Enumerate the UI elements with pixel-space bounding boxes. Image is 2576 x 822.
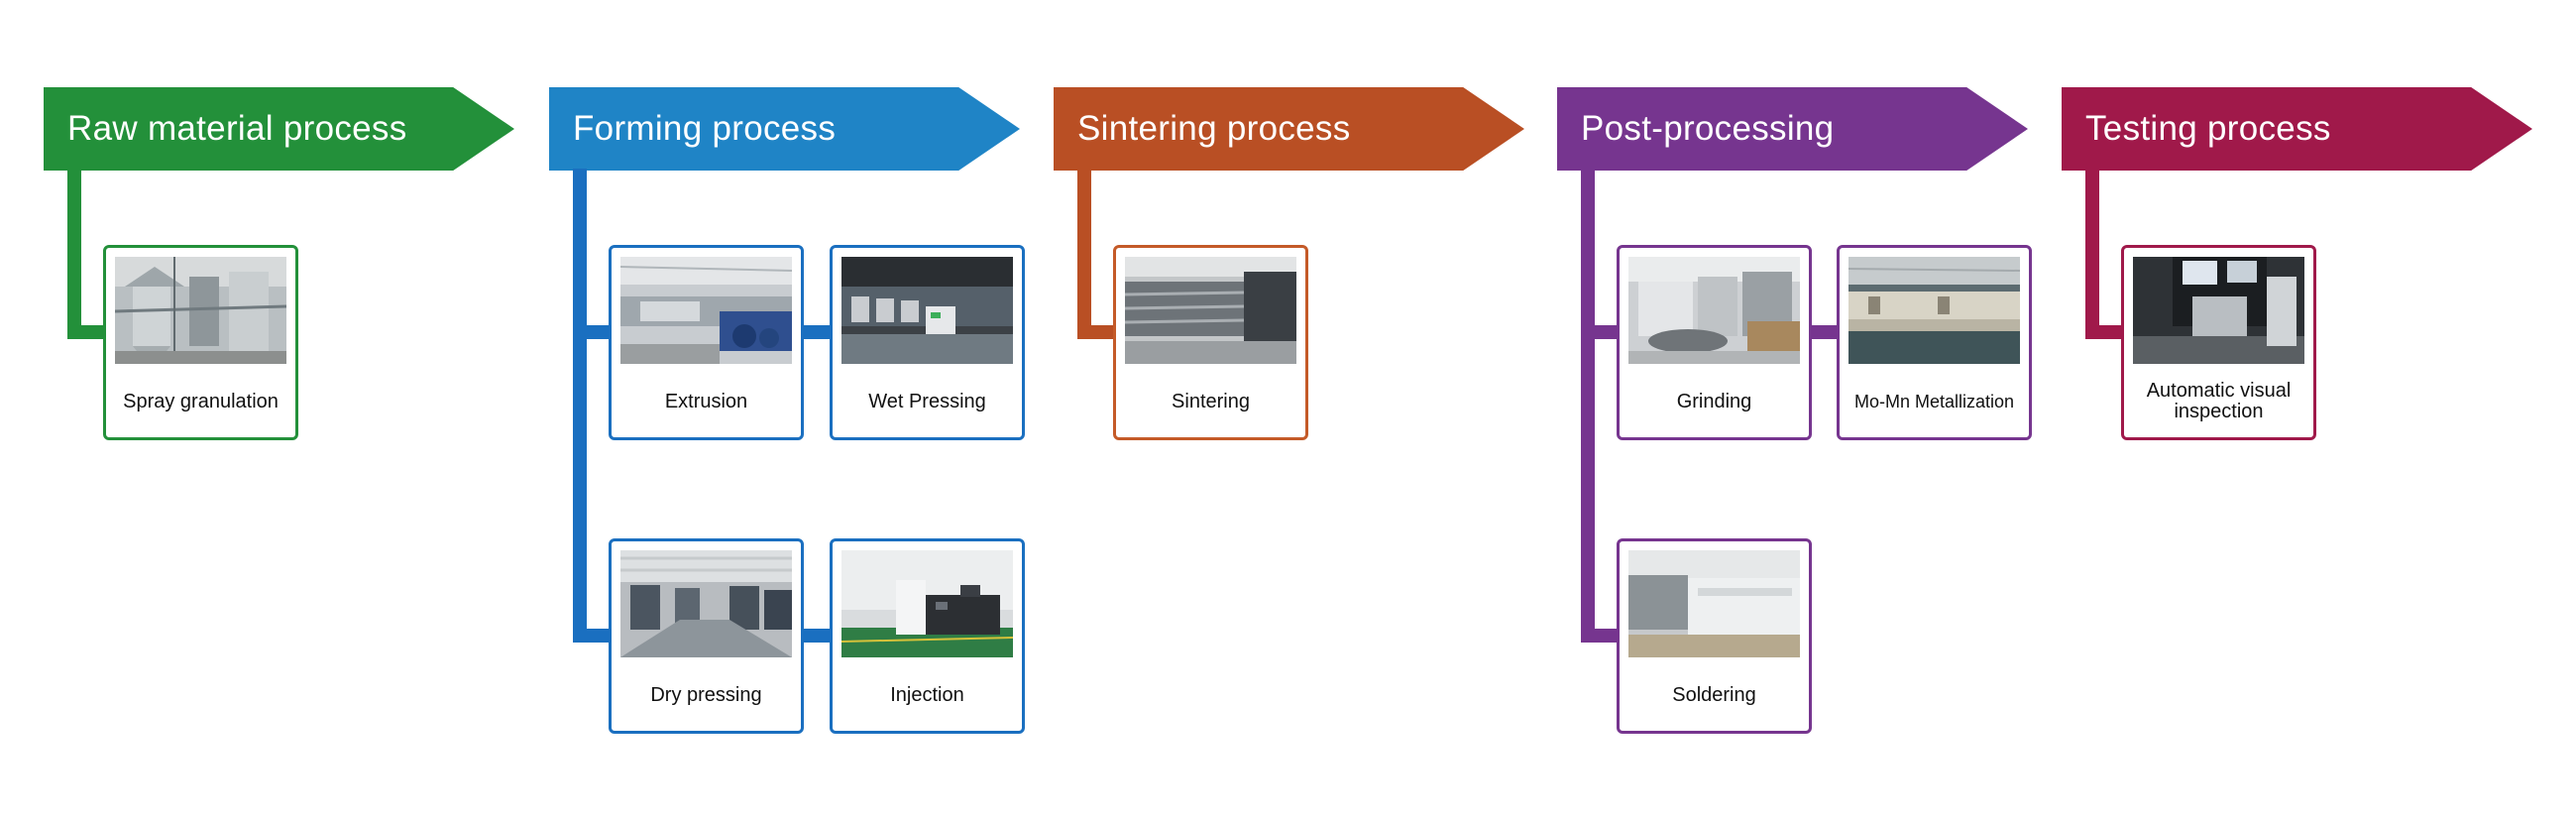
connector-trunk (573, 169, 587, 643)
connector-trunk (67, 169, 81, 337)
stage-title: Testing process (2085, 109, 2331, 148)
step-label: Sintering (1172, 390, 1250, 412)
wet-pressing-photo (841, 257, 1013, 364)
grinding-photo (1628, 257, 1800, 364)
sintering-photo (1125, 257, 1296, 364)
step-card-soldering: Soldering (1617, 538, 1812, 734)
step-label: Extrusion (664, 390, 748, 412)
stage-banner-sintering: Sintering process (1054, 87, 1524, 171)
stage-title: Post-processing (1581, 109, 1835, 148)
injection-photo (841, 550, 1013, 657)
stage-banner-forming: Forming process (549, 87, 1020, 171)
stage-title: Forming process (573, 109, 837, 148)
step-card-wet-pressing: Wet Pressing (830, 245, 1025, 440)
step-card-dry-pressing: Dry pressing (609, 538, 804, 734)
step-card-grinding: Grinding (1617, 245, 1812, 440)
metallization-photo (1848, 257, 2020, 364)
connector-trunk (1581, 169, 1595, 643)
step-card-automatic-visual-inspection: Automatic visual inspection (2121, 245, 2316, 440)
step-card-spray-granulation: Spray granulation (103, 245, 298, 440)
extrusion-photo (620, 257, 792, 364)
spray-granulation-photo (115, 257, 286, 364)
dry-pressing-photo (620, 550, 792, 657)
connector-branch (1581, 629, 1619, 643)
connector-branch (67, 325, 105, 339)
step-label: Spray granulation (123, 390, 279, 412)
stage-banner-raw-material: Raw material process (44, 87, 514, 171)
connector-branch (1581, 325, 1619, 339)
step-card-sintering: Sintering (1113, 245, 1308, 440)
step-label: Wet Pressing (868, 390, 986, 412)
step-label: Grinding (1676, 390, 1752, 412)
step-card-extrusion: Extrusion (609, 245, 804, 440)
step-label: Mo-Mn Metallization (1853, 391, 2015, 411)
stage-title: Sintering process (1077, 109, 1351, 148)
stage-banner-post-processing: Post-processing (1557, 87, 2028, 171)
step-label: Automatic visual inspection (2146, 380, 2292, 422)
stage-title: Raw material process (67, 109, 407, 148)
connector-branch (1077, 325, 1115, 339)
connector-branch (573, 629, 611, 643)
step-card-mo-mn-metallization: Mo-Mn Metallization (1837, 245, 2032, 440)
connector-link (1812, 325, 1840, 339)
visual-inspection-photo (2133, 257, 2304, 364)
soldering-photo (1628, 550, 1800, 657)
step-label: Injection (890, 683, 964, 706)
connector-link (804, 629, 832, 643)
connector-trunk (1077, 169, 1091, 337)
step-card-injection: Injection (830, 538, 1025, 734)
step-label: Soldering (1672, 683, 1756, 706)
connector-branch (2085, 325, 2123, 339)
step-label: Dry pressing (650, 683, 762, 706)
connector-branch (573, 325, 611, 339)
connector-trunk (2085, 169, 2099, 337)
stage-banner-testing: Testing process (2062, 87, 2532, 171)
connector-link (804, 325, 832, 339)
